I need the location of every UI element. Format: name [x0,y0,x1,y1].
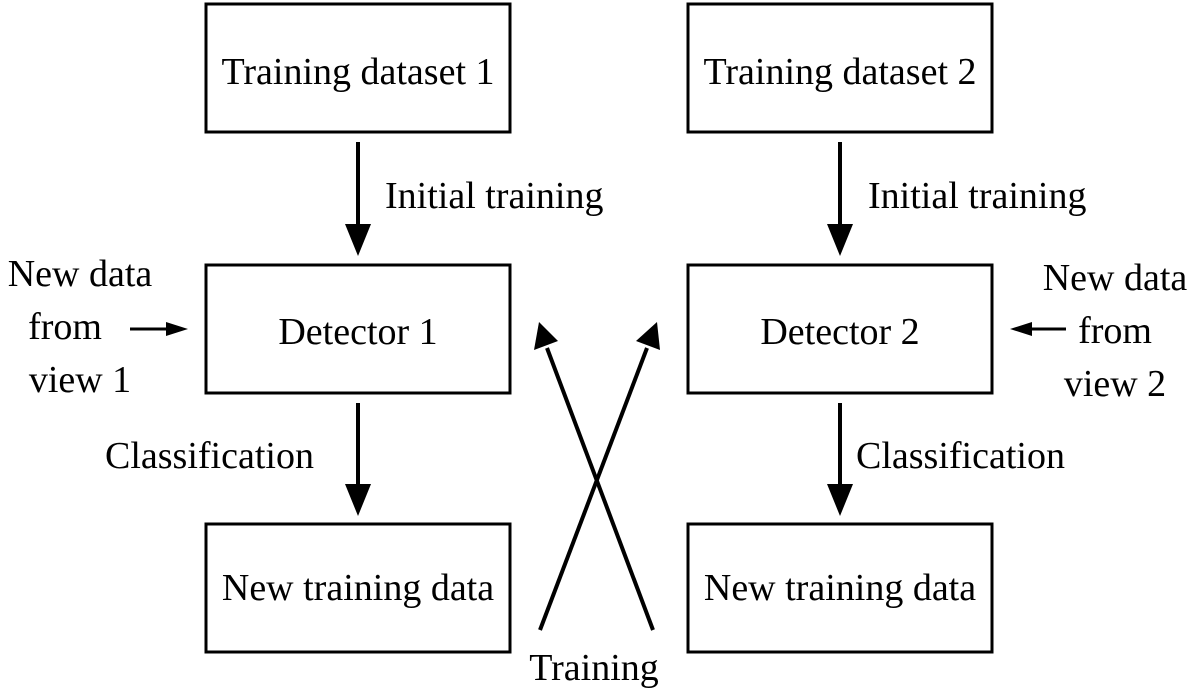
new-data-view-1-line-3: view 1 [29,359,131,401]
new-data-view-2-line-2: from [1078,310,1152,352]
new-training-data-2-label: New training data [704,567,976,609]
detector-1-box: Detector 1 [204,263,512,395]
classification-2-label: Classification [856,435,1065,477]
initial-training-1-label: Initial training [385,175,603,217]
detector-2-box: Detector 2 [686,263,994,395]
training-label: Training [529,647,659,689]
initial-training-2-label: Initial training [868,175,1086,217]
training-dataset-2-box: Training dataset 2 [686,2,994,134]
classification-2-arrow [827,403,853,516]
new-data-view-2-line-3: view 2 [1064,363,1166,405]
detector-2-label: Detector 2 [760,311,919,353]
new-data-view-2-line-1: New data [1043,257,1188,299]
new-training-data-2-box: New training data [686,522,994,654]
training-cross-arrow-to-detector-2 [538,322,660,631]
classification-1-arrow [345,403,371,516]
new-data-view-1-arrow [130,322,188,336]
new-data-view-2-arrow [1010,322,1066,336]
new-training-data-1-box: New training data [204,522,512,654]
initial-training-2-arrow [827,142,853,256]
classification-1-label: Classification [105,435,314,477]
training-cross-arrow-to-detector-1 [534,322,655,631]
training-dataset-1-label: Training dataset 1 [221,51,494,93]
new-data-view-1-line-2: from [28,306,102,348]
initial-training-1-arrow [345,142,371,256]
new-data-view-1-line-1: New data [8,253,153,295]
new-training-data-1-label: New training data [222,567,494,609]
detector-1-label: Detector 1 [278,311,437,353]
training-dataset-2-label: Training dataset 2 [703,51,976,93]
training-dataset-1-box: Training dataset 1 [204,2,512,134]
